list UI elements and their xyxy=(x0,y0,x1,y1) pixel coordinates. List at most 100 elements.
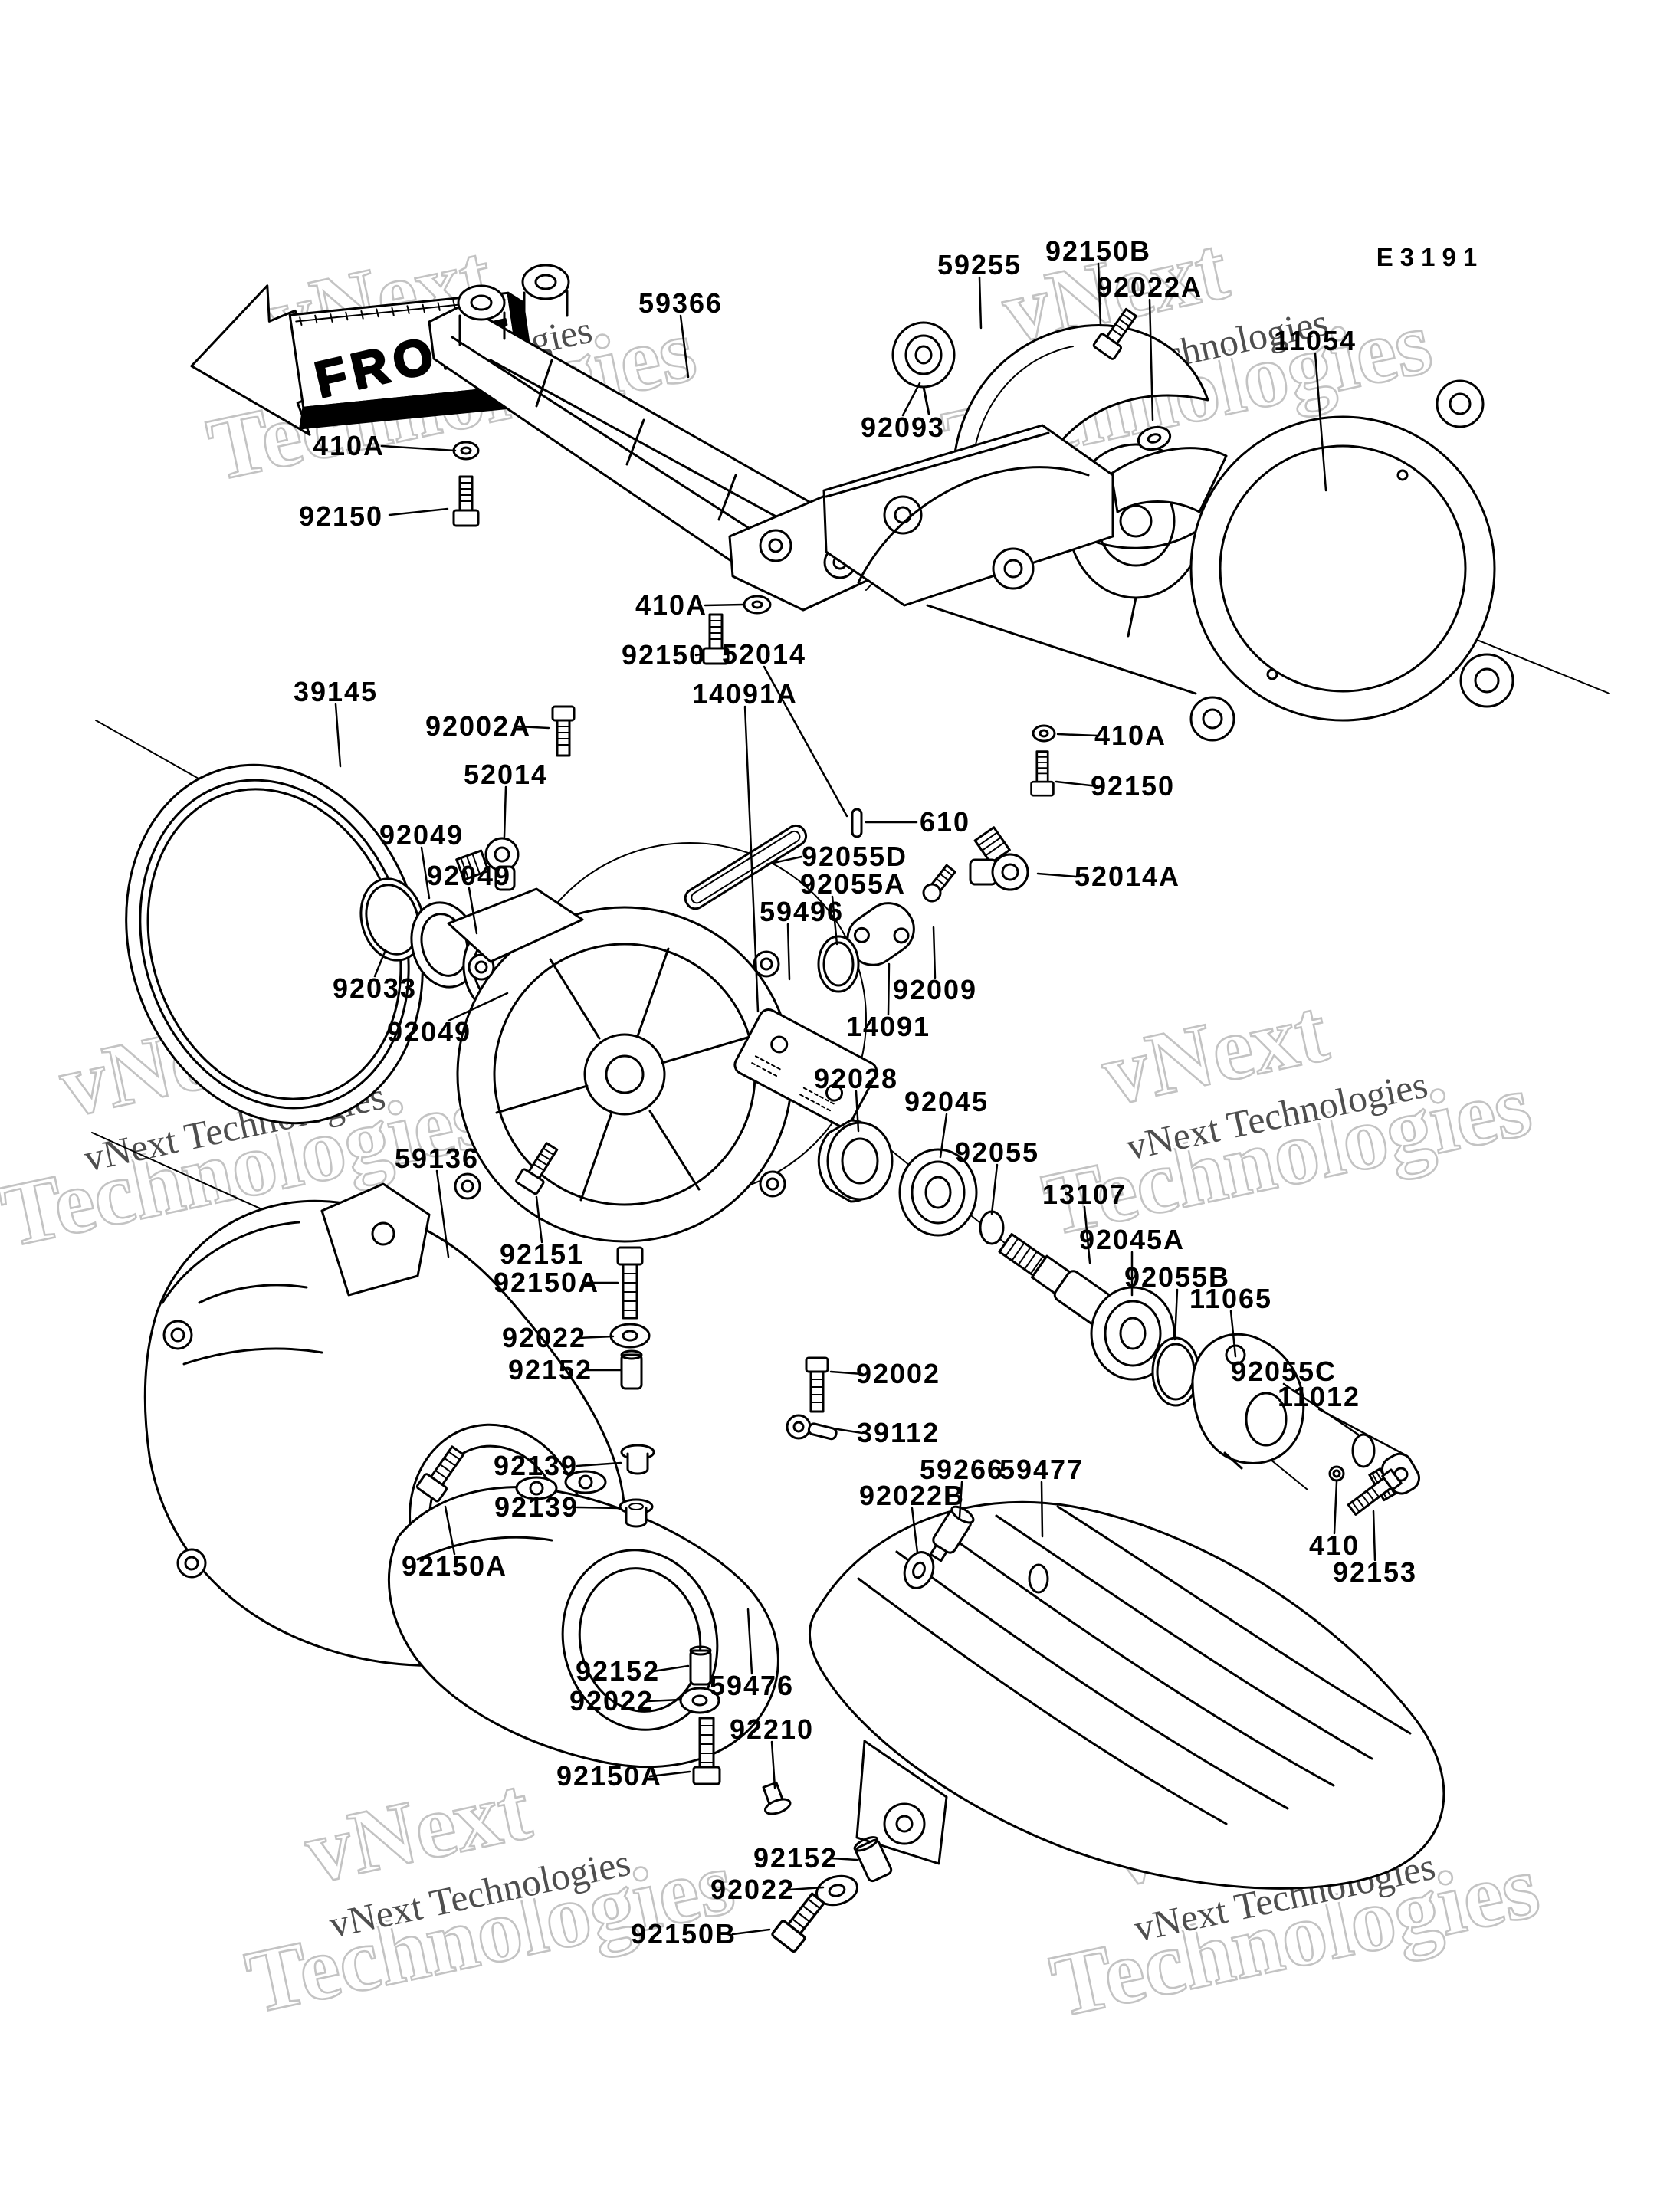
part-label-92152: 92152 xyxy=(507,1354,593,1385)
part-label-92139: 92139 xyxy=(493,1450,579,1481)
washer-410a-mid xyxy=(743,595,772,615)
bolt-92150-top-left xyxy=(452,475,480,527)
leader-line xyxy=(503,785,507,838)
part-label-59266: 59266 xyxy=(919,1454,1005,1485)
rear-cone xyxy=(1191,1333,1305,1470)
bolt-92150a-2 xyxy=(415,1445,465,1503)
mount-plate xyxy=(822,424,1114,607)
part-label-11054: 11054 xyxy=(1273,325,1357,356)
damper-92139-2 xyxy=(619,1498,654,1528)
part-label-92045a: 92045A xyxy=(1078,1224,1186,1255)
tee-fitting xyxy=(455,837,520,891)
leader-line xyxy=(679,314,690,379)
part-label-92055b: 92055B xyxy=(1124,1261,1231,1293)
part-label-92049: 92049 xyxy=(426,860,512,891)
leader-line xyxy=(334,703,342,768)
sensor-59266 xyxy=(929,1505,975,1562)
part-label-92045: 92045 xyxy=(904,1086,989,1117)
part-label-92150b: 92150B xyxy=(630,1918,737,1949)
leader-line xyxy=(444,1505,456,1556)
leader-line xyxy=(694,652,705,657)
part-label-92055d: 92055D xyxy=(801,841,908,872)
part-label-92033: 92033 xyxy=(332,972,418,1004)
part-label-13107: 13107 xyxy=(1042,1179,1127,1210)
leader-line xyxy=(1055,780,1099,788)
leader-line xyxy=(770,1740,776,1789)
leader-line xyxy=(1056,733,1099,737)
part-label-52014a: 52014A xyxy=(1074,861,1181,892)
leader-line xyxy=(576,1335,615,1340)
drawing-code: E3191 xyxy=(1376,243,1485,271)
leader-line xyxy=(1036,872,1078,878)
stud-92153 xyxy=(1347,1468,1403,1516)
leader-line xyxy=(731,1928,771,1936)
screw-92009 xyxy=(922,864,956,903)
part-label-92139: 92139 xyxy=(494,1491,579,1523)
leader-line xyxy=(763,665,848,818)
leader-line xyxy=(648,1770,691,1778)
spacer-92152-2 xyxy=(689,1645,712,1686)
part-label-92009: 92009 xyxy=(892,974,978,1005)
part-label-92055c: 92055C xyxy=(1230,1356,1337,1387)
part-label-92150: 92150 xyxy=(298,500,384,532)
part-label-410a: 410A xyxy=(1094,720,1167,751)
leader-line xyxy=(517,725,550,730)
leader-lines xyxy=(334,262,1409,1936)
part-label-92152: 92152 xyxy=(753,1842,838,1874)
bearing-92045 xyxy=(898,1148,978,1237)
part-label-92022a: 92022A xyxy=(1096,271,1203,303)
screw-92210 xyxy=(762,1781,792,1815)
leader-line xyxy=(380,444,457,452)
part-label-410: 410 xyxy=(1308,1530,1360,1561)
bolt-92150b-2 xyxy=(771,1892,825,1953)
leader-line xyxy=(1333,1481,1338,1535)
part-label-52014: 52014 xyxy=(463,759,549,790)
bushing-92028 xyxy=(817,1119,894,1203)
part-label-92150: 92150 xyxy=(621,639,707,671)
part-label-59136: 59136 xyxy=(394,1143,480,1174)
leader-line xyxy=(535,1195,543,1244)
leader-line xyxy=(786,923,791,981)
part-label-410a: 410A xyxy=(312,430,386,461)
intake-cover xyxy=(809,1500,1445,1890)
leader-line xyxy=(1083,1205,1091,1264)
leader-line xyxy=(1229,1310,1237,1358)
washer-92022b xyxy=(903,1551,935,1589)
leader-line xyxy=(468,887,478,935)
leader-line xyxy=(765,855,803,866)
part-label-14091: 14091 xyxy=(845,1011,931,1042)
leader-line xyxy=(1097,262,1102,327)
bolt-92151 xyxy=(515,1142,559,1195)
damper-92139-1 xyxy=(620,1444,655,1475)
part-label-14091a: 14091A xyxy=(691,678,799,710)
part-label-59366: 59366 xyxy=(638,287,724,319)
part-label-59496: 59496 xyxy=(759,896,845,927)
bolt-92150a-1 xyxy=(616,1246,644,1320)
part-label-410a: 410A xyxy=(635,589,708,621)
washer-92022-3 xyxy=(815,1874,858,1907)
part-label-11012: 11012 xyxy=(1277,1381,1361,1412)
leader-line xyxy=(373,949,387,978)
part-label-610: 610 xyxy=(919,806,971,838)
part-label-92152: 92152 xyxy=(575,1655,661,1687)
part-label-92002a: 92002A xyxy=(425,710,532,742)
leader-line xyxy=(932,926,937,979)
part-label-92150a: 92150A xyxy=(493,1267,600,1298)
part-label-92210: 92210 xyxy=(729,1713,815,1745)
washer-410 xyxy=(1328,1465,1345,1482)
leader-line xyxy=(1317,1408,1409,1458)
part-label-92150a: 92150A xyxy=(401,1550,508,1582)
leader-line xyxy=(1314,352,1327,492)
bearing-92045a xyxy=(1090,1286,1176,1381)
part-label-52014: 52014 xyxy=(721,638,807,670)
leader-line xyxy=(990,1163,999,1215)
spacer-92152-1 xyxy=(620,1349,643,1390)
part-label-92028: 92028 xyxy=(813,1063,899,1094)
washer-410a-right xyxy=(1032,724,1056,743)
part-label-92049: 92049 xyxy=(386,1016,472,1048)
pin-610 xyxy=(851,808,863,838)
part-label-92151: 92151 xyxy=(499,1238,585,1270)
part-label-39145: 39145 xyxy=(293,676,379,707)
